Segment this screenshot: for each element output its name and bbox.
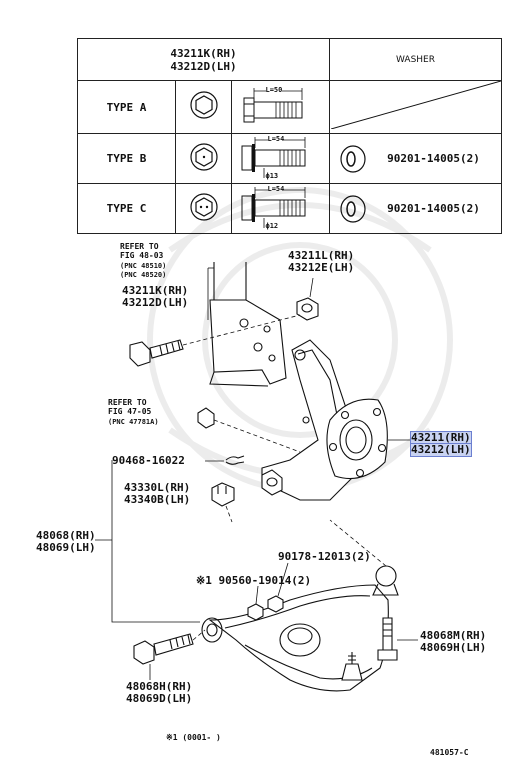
top-nut-lh-label: 43212E(LH) (288, 261, 355, 274)
rear-bolt-lh-label: 48069H(LH) (420, 641, 487, 654)
rear-bolt-rh-label: 48068M(RH) (420, 629, 487, 642)
cotter-pin (225, 455, 245, 465)
diameter-label-c: ϕ12 (265, 221, 279, 230)
castle-nut-lh-label: 43340B(LH) (124, 493, 191, 506)
table-row: TYPE B L=54 ϕ13 90201-14005(2) (77, 133, 503, 184)
top-nut-rh-label: 43211L(RH) (288, 249, 355, 262)
castle-nut (211, 482, 235, 507)
front-bolt-lh-label: 48069D(LH) (126, 692, 193, 705)
diameter-label-b: ϕ13 (265, 171, 279, 180)
control-arm-rh-label: 48068(RH) (36, 529, 96, 542)
type-b-label: TYPE B (77, 133, 176, 184)
length-label-a: L=50 (265, 86, 283, 94)
knuckle-lh-label: 43212(LH) (410, 443, 472, 457)
tie-rod-stud (197, 407, 301, 453)
washer-icon (340, 144, 366, 173)
refer-fig47-line1: REFER TO (108, 398, 147, 407)
front-bolt (133, 633, 194, 665)
washer-header: WASHER (329, 38, 503, 81)
cotter-pin-label: 90468-16022 (112, 454, 185, 467)
length-label-b: L=54 (267, 134, 285, 143)
bolt-header-cell: 43211K(RH) 43212D(LH) (76, 38, 331, 81)
bolt-header-lh: 43212D(LH) (170, 59, 237, 73)
bolt-type-c-cell: L=54 ϕ12 (230, 183, 331, 234)
washer-part-number-c: 90201-14005(2) (387, 202, 480, 215)
washer-cell-c: 90201-14005(2) (329, 183, 503, 234)
refer-fig47-pnc: (PNC 47781A) (108, 418, 159, 426)
bolt-type-a-cell: L=50 (230, 80, 331, 134)
washer-part-number-b: 90201-14005(2) (387, 152, 480, 165)
refer-fig48-line2: FIG 48-03 (120, 251, 164, 260)
upper-bolt-rh-label: 43211K(RH) (122, 284, 189, 297)
washer-cell-b: 90201-14005(2) (329, 133, 503, 184)
top-nut (296, 297, 319, 321)
refer-fig48-pnc1: (PNC 48510) (120, 262, 167, 270)
footnote: ※1 (0001- ) (166, 733, 221, 742)
upper-bolt-lh-label: 43212D(LH) (122, 296, 189, 309)
hex-head-icon (175, 133, 232, 184)
arm-small-bolt (247, 603, 264, 621)
refer-fig47-line2: FIG 47-05 (108, 407, 152, 416)
table-row: TYPE A L=50 (77, 80, 503, 134)
bolt-header-rh: 43211K(RH) (170, 46, 237, 60)
hex-head-icon (175, 80, 232, 134)
bolt-type-b-cell: L=54 ϕ13 (230, 133, 331, 184)
control-arm-lh-label: 48069(LH) (36, 541, 96, 554)
washer-empty-cell (329, 80, 503, 134)
arm-small-bolt-label: ※1 90560-19014(2) (196, 574, 312, 587)
refer-fig48-pnc2: (PNC 48520) (120, 271, 167, 279)
knuckle-rh-label: 43211(RH) (410, 431, 472, 445)
hex-head-icon (175, 183, 232, 234)
length-label-c: L=54 (267, 184, 285, 193)
arm-nut (267, 595, 284, 613)
castle-nut-rh-label: 43330L(RH) (124, 481, 191, 494)
strut-outline (209, 262, 287, 387)
table-row: TYPE C L=54 ϕ12 90201-14005(2) (77, 183, 503, 234)
figure-id: 481057-C (430, 748, 469, 757)
washer-icon (340, 194, 366, 223)
upper-bolt (129, 339, 184, 367)
type-a-label: TYPE A (77, 80, 176, 134)
watermark-emblem (147, 187, 453, 493)
front-bolt-rh-label: 48068H(RH) (126, 680, 193, 693)
lower-control-arm (201, 565, 399, 692)
rear-bolt (377, 617, 398, 661)
refer-fig48-line1: REFER TO (120, 242, 159, 251)
bolt-spec-table: 43211K(RH) 43212D(LH) WASHER TYPE A L=50 (76, 38, 503, 234)
steering-knuckle (261, 339, 388, 501)
arm-nut-label: 90178-12013(2) (278, 550, 371, 563)
